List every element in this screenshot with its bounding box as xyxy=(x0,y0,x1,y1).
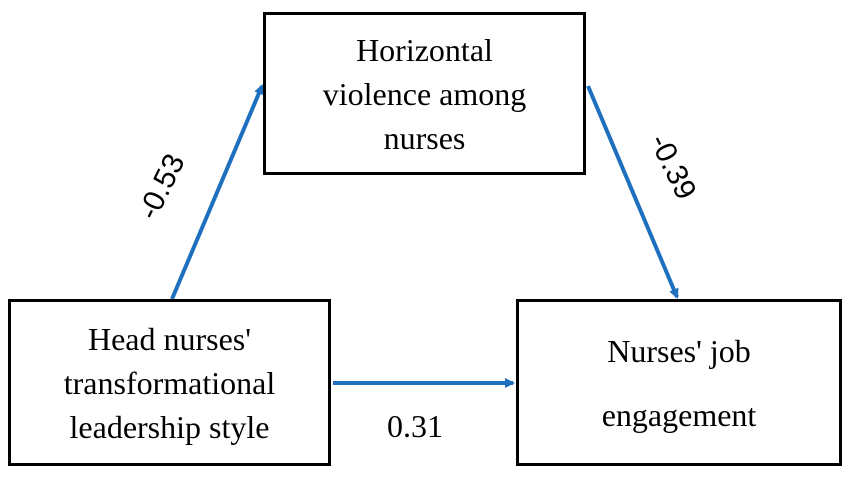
outcome-label-line-2: engagement xyxy=(601,396,757,433)
predictor-box: Head nurses' transformational leadership… xyxy=(8,299,331,466)
outcome-label-line-1: Nurses' job xyxy=(607,332,751,369)
mediator-label: Horizontal violence among nurses xyxy=(323,28,526,160)
predictor-label-line-2: transformational xyxy=(63,364,276,401)
predictor-label-line-3: leadership style xyxy=(69,408,270,445)
predictor-label: Head nurses' transformational leadership… xyxy=(64,317,275,449)
outcome-label: Nurses' job engagement xyxy=(602,319,757,447)
mediator-label-line-1: Horizontal xyxy=(356,31,493,68)
arrow-mediator-to-outcome xyxy=(586,85,679,299)
mediator-label-line-2: violence among xyxy=(322,75,527,112)
outcome-box: Nurses' job engagement xyxy=(516,299,842,466)
predictor-label-line-1: Head nurses' xyxy=(87,320,252,357)
coefficient-c-label: 0.31 xyxy=(387,408,443,444)
mediator-label-line-3: nurses xyxy=(383,119,466,156)
mediator-box: Horizontal violence among nurses xyxy=(263,12,586,175)
arrow-predictor-to-mediator xyxy=(170,84,264,300)
